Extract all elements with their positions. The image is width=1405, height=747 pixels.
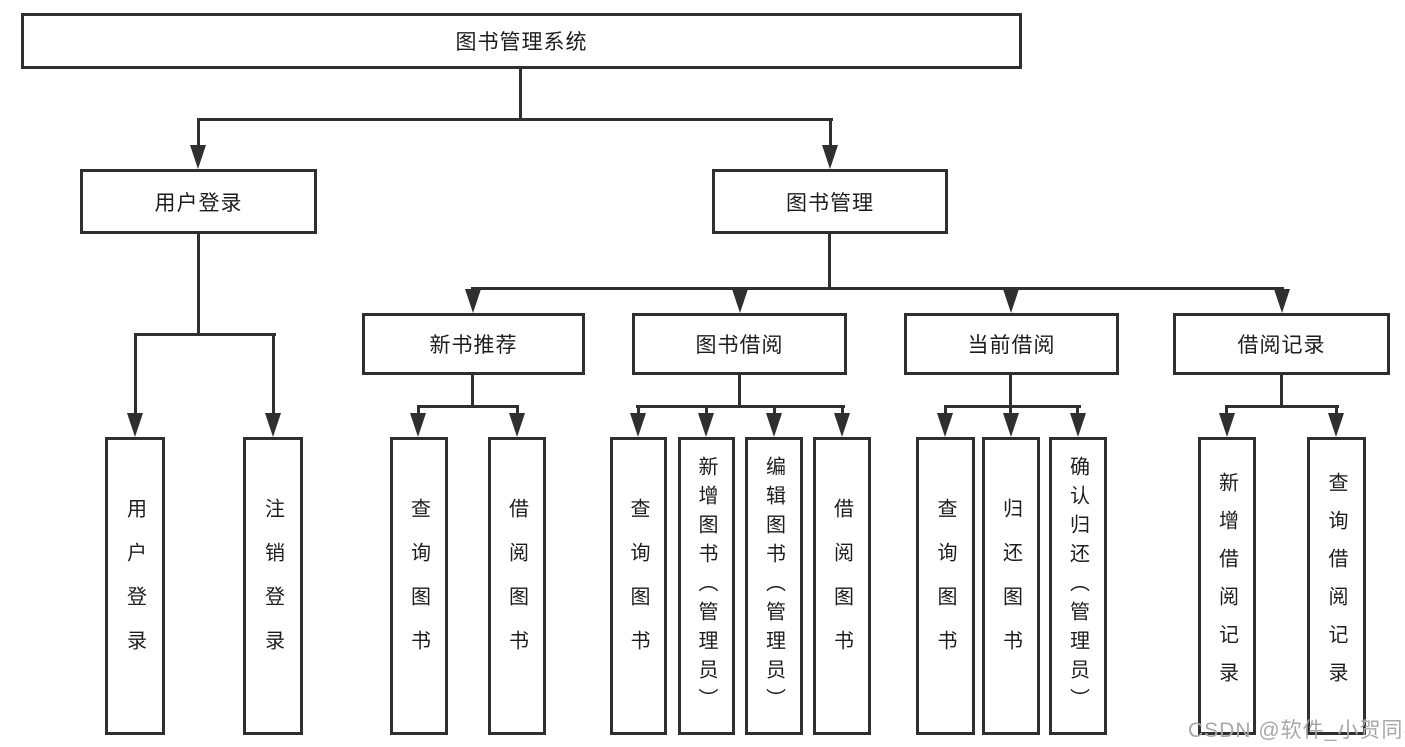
node-borrowing-label: 图书借阅 (695, 334, 784, 357)
node-new-books: 新书推荐 (362, 313, 585, 375)
arrow-down-icon (127, 413, 143, 437)
arrow-down-icon (1274, 289, 1290, 313)
leaf-label: 用户登录 (123, 498, 146, 674)
connector-drop (1009, 405, 1012, 416)
leaf-label: 新增借阅记录 (1215, 472, 1238, 700)
connector-drop (272, 333, 275, 415)
arrow-down-icon (822, 145, 838, 169)
connector-bus-level2 (471, 287, 1284, 290)
arrow-down-icon (630, 413, 646, 437)
arrow-down-icon (410, 413, 426, 437)
node-book-mgmt-label: 图书管理 (786, 191, 874, 215)
leaf-label: 归还图书 (999, 498, 1022, 674)
connector-drop (637, 405, 640, 416)
arrow-down-icon (732, 289, 748, 313)
leaf-label: 查询借阅记录 (1325, 472, 1347, 700)
connector-bus-user-login (134, 333, 276, 336)
node-borrow-records-label: 借阅记录 (1237, 334, 1326, 357)
connector-drop-user-login (197, 118, 200, 148)
connector-drop (1335, 405, 1338, 416)
connector-drop (516, 405, 519, 416)
connector-drop (134, 333, 137, 415)
arrow-down-icon (937, 413, 953, 437)
arrow-down-icon (465, 289, 481, 313)
leaf-add-books-admin: 新增图书（管理员） (678, 437, 735, 735)
connector-bus-new-books (417, 405, 519, 408)
leaf-borrow-books-borrowing: 借阅图书 (813, 437, 871, 735)
leaf-logout: 注销登录 (243, 437, 303, 735)
leaf-label: 借阅图书 (830, 498, 853, 674)
node-new-books-label: 新书推荐 (429, 334, 518, 357)
connector-drop (944, 405, 947, 416)
connector-bus-records (1225, 405, 1339, 408)
leaf-label: 确认归还（管理员） (1066, 455, 1089, 717)
leaf-label: 注销登录 (261, 498, 284, 674)
connector-drop (773, 405, 776, 416)
node-user-login: 用户登录 (80, 169, 317, 234)
leaf-add-borrow-record: 新增借阅记录 (1198, 437, 1256, 735)
arrow-down-icon (766, 413, 782, 437)
leaf-borrow-books-newrec: 借阅图书 (488, 437, 546, 735)
connector-drop (1225, 405, 1228, 416)
node-current-borrow-label: 当前借阅 (967, 334, 1056, 357)
node-current-borrow: 当前借阅 (904, 313, 1119, 375)
node-root-label: 图书管理系统 (455, 31, 588, 54)
node-borrow-records: 借阅记录 (1173, 313, 1390, 375)
leaf-user-login: 用户登录 (105, 437, 165, 735)
arrow-down-icon (834, 413, 850, 437)
connector-user-login-stem (197, 233, 200, 335)
connector-drop (417, 405, 420, 416)
leaf-return-books: 归还图书 (982, 437, 1040, 735)
leaf-search-books-newrec: 查询图书 (390, 437, 448, 735)
node-user-login-label: 用户登录 (154, 191, 243, 215)
connector-drop-book-mgmt (829, 118, 832, 148)
arrow-down-icon (1219, 413, 1235, 437)
connector-borrowing-stem (738, 374, 741, 407)
connector-bus-current (944, 405, 1081, 408)
node-root: 图书管理系统 (21, 13, 1022, 69)
connector-drop (841, 405, 844, 416)
leaf-search-books-borrowing: 查询图书 (610, 437, 667, 735)
connector-bus-borrowing (636, 405, 845, 408)
connector-bus-level1 (197, 118, 833, 121)
connector-current-stem (1009, 374, 1012, 407)
connector-root-stem (519, 68, 522, 120)
node-book-mgmt: 图书管理 (712, 169, 948, 234)
leaf-label: 查询图书 (627, 498, 649, 674)
connector-new-books-stem (471, 374, 474, 407)
arrow-down-icon (190, 145, 206, 169)
leaf-edit-books-admin: 编辑图书（管理员） (745, 437, 803, 735)
arrow-down-icon (1070, 413, 1086, 437)
arrow-down-icon (698, 413, 714, 437)
leaf-label: 编辑图书（管理员） (762, 455, 785, 717)
csdn-watermark: CSDN @软件_小贺同学 (1188, 719, 1405, 742)
connector-drop (705, 405, 708, 416)
arrow-down-icon (1003, 413, 1019, 437)
node-borrowing: 图书借阅 (632, 313, 847, 375)
leaf-search-borrow-record: 查询借阅记录 (1307, 437, 1366, 735)
leaf-search-books-current: 查询图书 (916, 437, 975, 735)
connector-records-stem (1280, 374, 1283, 407)
leaf-label: 新增图书（管理员） (695, 455, 717, 717)
arrow-down-icon (1328, 413, 1344, 437)
arrow-down-icon (265, 413, 281, 437)
connector-drop (1076, 405, 1079, 416)
leaf-label: 借阅图书 (505, 498, 528, 674)
connector-book-mgmt-stem (828, 234, 831, 289)
leaf-label: 查询图书 (407, 498, 430, 674)
arrow-down-icon (1003, 289, 1019, 313)
arrow-down-icon (509, 413, 525, 437)
leaf-confirm-return-admin: 确认归还（管理员） (1049, 437, 1107, 735)
leaf-label: 查询图书 (934, 498, 956, 674)
